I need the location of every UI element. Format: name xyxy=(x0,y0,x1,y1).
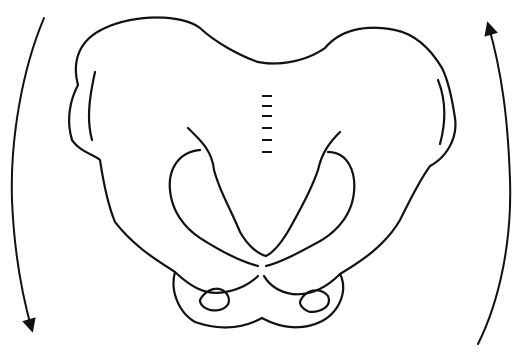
left-iliac-crest xyxy=(89,72,95,140)
right-inner-loop xyxy=(266,152,354,266)
sacral-midline xyxy=(262,96,272,152)
right-ischium xyxy=(264,274,340,294)
right-rotation-arrow xyxy=(478,24,510,344)
pelvis-outline xyxy=(69,18,455,328)
right-obturator-foramen xyxy=(300,290,329,312)
left-rotation-arrow xyxy=(12,18,44,330)
sacrum-outline xyxy=(188,128,340,256)
pelvis-outer-contour xyxy=(69,18,455,328)
right-iliac-crest xyxy=(438,80,444,144)
